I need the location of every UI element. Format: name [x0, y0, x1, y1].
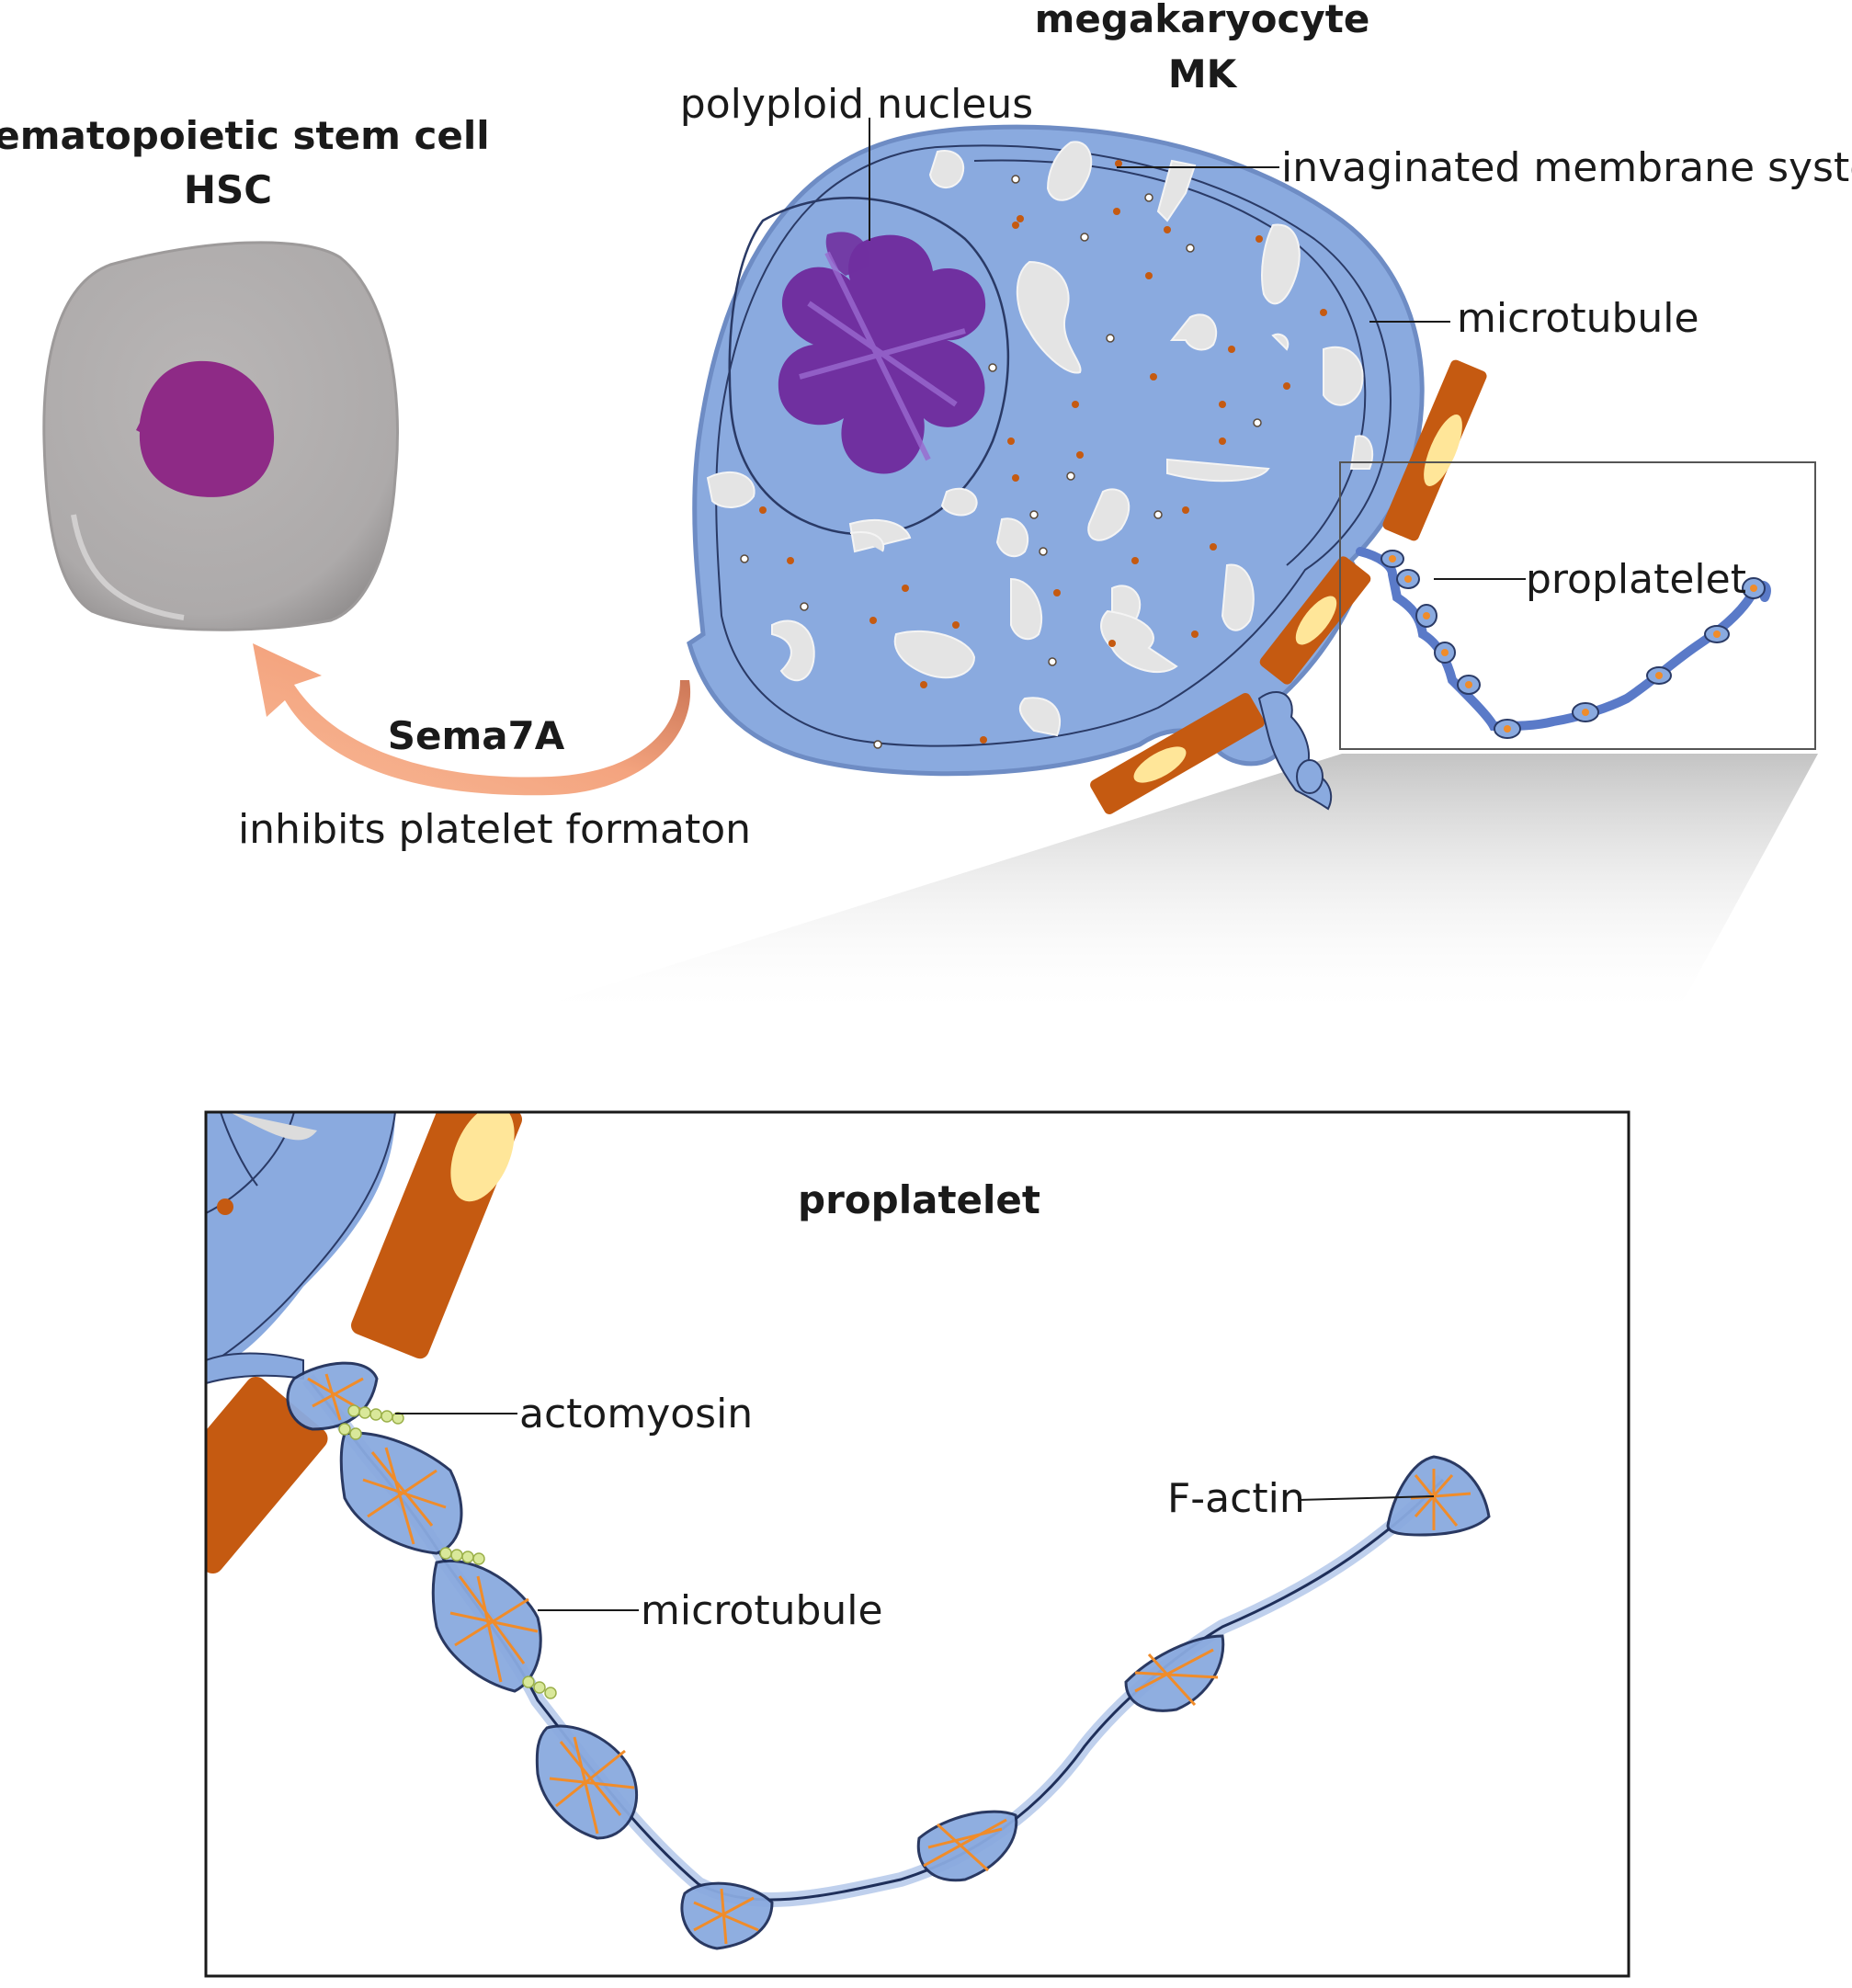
actomyosin-beads	[338, 1404, 557, 1699]
inset-microtubule-label: microtubule	[641, 1587, 883, 1634]
inset-title: proplatelet	[798, 1177, 1040, 1222]
hsc-cell	[42, 241, 399, 631]
f-actin-label: F-actin	[1167, 1475, 1305, 1522]
mk-microtubule-label: microtubule	[1457, 295, 1699, 342]
inset-leader-lines	[395, 1413, 1435, 1611]
mk-proplatelet-label: proplatelet	[1526, 556, 1746, 603]
magnification-shadow	[496, 754, 1818, 1020]
proplatelet-swelling	[431, 1560, 542, 1693]
proplatelet-inset	[204, 1110, 1630, 1978]
hsc-nucleus	[136, 360, 275, 497]
proplatelet-swelling	[286, 1361, 379, 1431]
proplatelet-swelling	[535, 1724, 639, 1840]
proplatelet-swelling	[1124, 1634, 1225, 1712]
hsc-title-line1: hematopoietic stem cell	[0, 113, 490, 158]
endothelial-cell-top	[1382, 359, 1487, 541]
proplatelet-swelling	[1386, 1455, 1491, 1537]
proplatelet-swelling	[680, 1881, 774, 1950]
hsc-title-line2: HSC	[184, 167, 272, 212]
mk-endothelial-cells	[1090, 359, 1487, 814]
inset-mk-cytoplasm	[206, 1112, 395, 1379]
endothelial-cell-bottom	[1090, 693, 1265, 814]
mk-proplatelet-protrusions	[1257, 547, 1771, 811]
mk-title-line1: megakaryocyte	[1035, 0, 1370, 41]
inset-proplatelet-chain	[286, 1361, 1491, 1950]
proplatelet-swelling	[916, 1810, 1018, 1882]
invaginated-membrane-system	[706, 141, 1374, 737]
inset-endothelial-cell-bottom	[206, 1376, 328, 1574]
mk-granules	[759, 160, 1327, 744]
inhibits-platelet-formation-label: inhibits platelet formaton	[238, 806, 751, 853]
megakaryocyte-cell	[687, 124, 1425, 777]
invaginated-membrane-system-label: invaginated membrane system	[1281, 144, 1852, 191]
inset-endothelial-cell-top	[350, 1112, 523, 1359]
endothelial-cell-middle	[1259, 556, 1371, 685]
mk-leader-lines	[869, 118, 1526, 580]
sema7a-label: Sema7A	[388, 713, 565, 758]
magnification-box	[1339, 461, 1816, 750]
mk-dense-granules	[740, 175, 1262, 749]
inset-frame	[204, 1110, 1630, 1978]
polyploid-nucleus-label: polyploid nucleus	[680, 81, 1033, 128]
mk-title-line2: MK	[1168, 51, 1238, 97]
proplatelet-swelling	[339, 1431, 463, 1555]
sema7a-inhibition-arrow	[253, 643, 691, 796]
actomyosin-label: actomyosin	[519, 1391, 753, 1437]
